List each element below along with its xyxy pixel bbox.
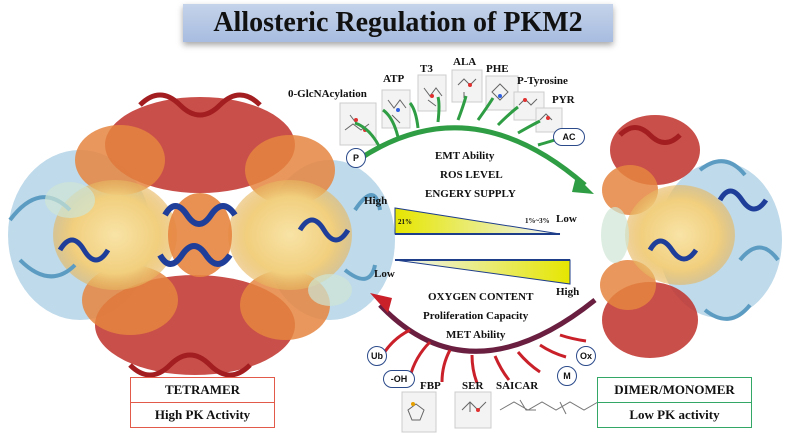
mark-ubiquitination: Ub bbox=[367, 346, 387, 366]
dimer-label: DIMER/MONOMER bbox=[614, 382, 735, 397]
upper-property-emt: EMT Ability bbox=[435, 150, 495, 162]
dimer-activity: Low PK activity bbox=[598, 402, 751, 427]
label-fbp: FBP bbox=[420, 380, 441, 392]
mark-methylation: M bbox=[557, 366, 577, 386]
lower-property-oxygen: OXYGEN CONTENT bbox=[428, 291, 534, 303]
tetramer-box: TETRAMER High PK Activity bbox=[130, 377, 275, 428]
lower-gradient bbox=[394, 259, 571, 285]
label-t3: T3 bbox=[420, 63, 433, 75]
upper-property-energy: ENGERY SUPPLY bbox=[425, 188, 516, 200]
upper-gradient bbox=[394, 207, 561, 235]
mark-phosphorylation: P bbox=[346, 148, 366, 168]
label-phe: PHE bbox=[486, 63, 509, 75]
mark-acetylation: AC bbox=[553, 128, 585, 146]
upper-scale-high: High bbox=[364, 195, 388, 207]
lower-scale-high: High bbox=[556, 286, 580, 298]
label-glcnacylation: 0-GlcNAcylation bbox=[288, 88, 367, 100]
label-atp: ATP bbox=[383, 73, 405, 85]
tetramer-structure-icon bbox=[8, 92, 395, 378]
upper-scale-low: Low bbox=[556, 213, 577, 225]
lower-scale-low: Low bbox=[374, 268, 395, 280]
tetramer-label: TETRAMER bbox=[164, 382, 241, 397]
upper-scale-left-value: 21% bbox=[398, 218, 412, 226]
dimer-box: DIMER/MONOMER Low PK activity bbox=[597, 377, 752, 428]
label-ser: SER bbox=[462, 380, 484, 392]
upper-scale-right-value: 1%~3% bbox=[525, 217, 550, 225]
label-pyr: PYR bbox=[552, 94, 575, 106]
lower-property-proliferation: Proliferation Capacity bbox=[423, 310, 529, 322]
mark-oxidation: Ox bbox=[576, 346, 596, 366]
molecule-structure-icon bbox=[339, 69, 599, 433]
label-ala: ALA bbox=[453, 56, 477, 68]
diagram-title: Allosteric Regulation of PKM2 bbox=[213, 7, 583, 38]
title-banner: Allosteric Regulation of PKM2 bbox=[183, 4, 613, 42]
label-p-tyrosine: P-Tyrosine bbox=[517, 75, 568, 87]
lower-property-met: MET Ability bbox=[446, 329, 506, 341]
mark-hydroxylation: -OH bbox=[383, 370, 415, 388]
activator-arc bbox=[354, 95, 594, 194]
tetramer-activity: High PK Activity bbox=[131, 402, 274, 427]
upper-property-ros: ROS LEVEL bbox=[440, 169, 503, 181]
dimer-structure-icon bbox=[600, 115, 782, 358]
label-saicar: SAICAR bbox=[496, 380, 539, 392]
inhibitor-arc bbox=[370, 293, 597, 384]
